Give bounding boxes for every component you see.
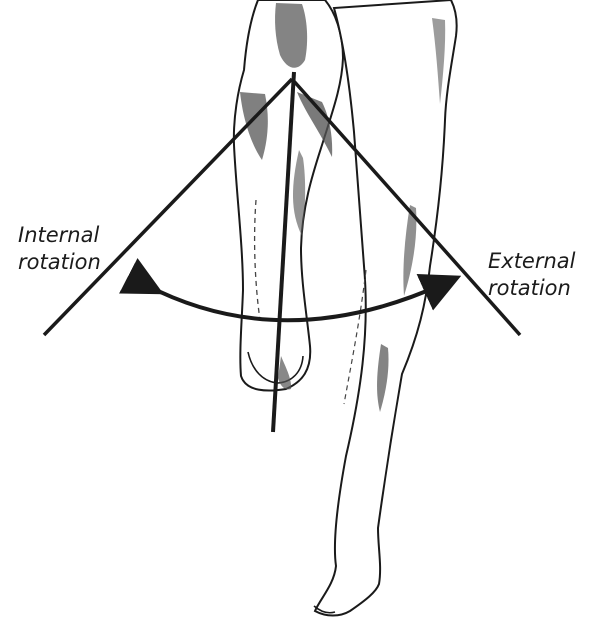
internal-rotation-label-line-2: rotation bbox=[18, 249, 101, 276]
external-rotation-label-line-2: rotation bbox=[488, 275, 576, 302]
internal-rotation-label-line-1: Internal bbox=[18, 222, 101, 249]
internal-rotation-label: Internal rotation bbox=[18, 222, 101, 276]
external-rotation-label: External rotation bbox=[488, 248, 576, 302]
external-rotation-label-line-1: External bbox=[488, 248, 576, 275]
